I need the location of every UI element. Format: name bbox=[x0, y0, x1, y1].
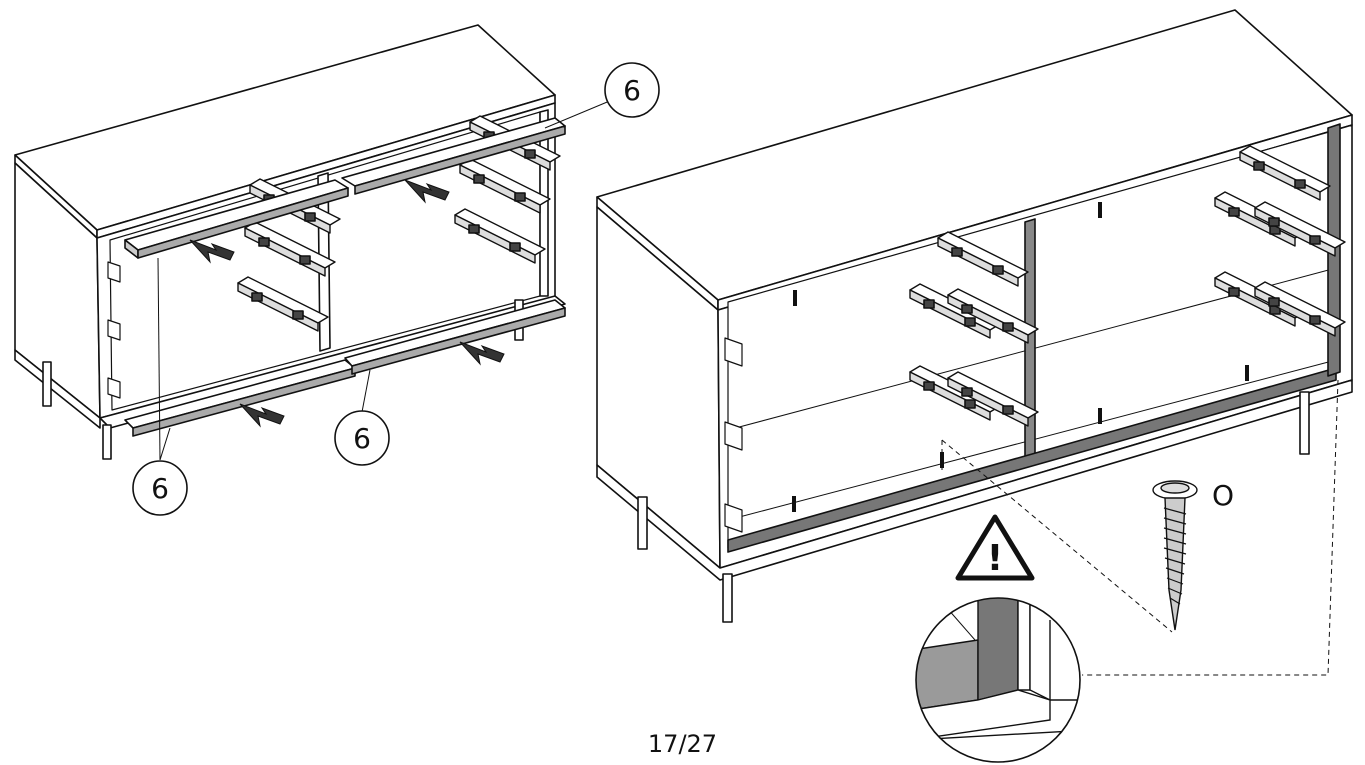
warning-symbol: ! bbox=[987, 538, 1003, 579]
right-cabinet-leg bbox=[1299, 391, 1310, 455]
left-cabinet-leg bbox=[102, 424, 112, 460]
right-cabinet-leg bbox=[722, 573, 733, 623]
page-number: 17/27 bbox=[647, 730, 718, 758]
screw-label: O bbox=[1212, 479, 1234, 512]
magnifier-detail-icon bbox=[915, 597, 1081, 763]
callout-label: 6 bbox=[353, 422, 371, 455]
callout-6: 6 bbox=[334, 410, 390, 466]
callout-6: 6 bbox=[132, 460, 188, 516]
warning-triangle-icon: ! bbox=[955, 514, 1035, 581]
callout-label: 6 bbox=[151, 472, 169, 505]
callout-label: 6 bbox=[623, 74, 641, 107]
left-cabinet bbox=[14, 24, 566, 460]
left-cabinet-leg bbox=[42, 361, 52, 407]
right-cabinet bbox=[596, 9, 1353, 623]
screw-icon bbox=[1152, 480, 1198, 631]
callout-6: 6 bbox=[604, 62, 660, 118]
right-cabinet-leg bbox=[637, 496, 648, 550]
